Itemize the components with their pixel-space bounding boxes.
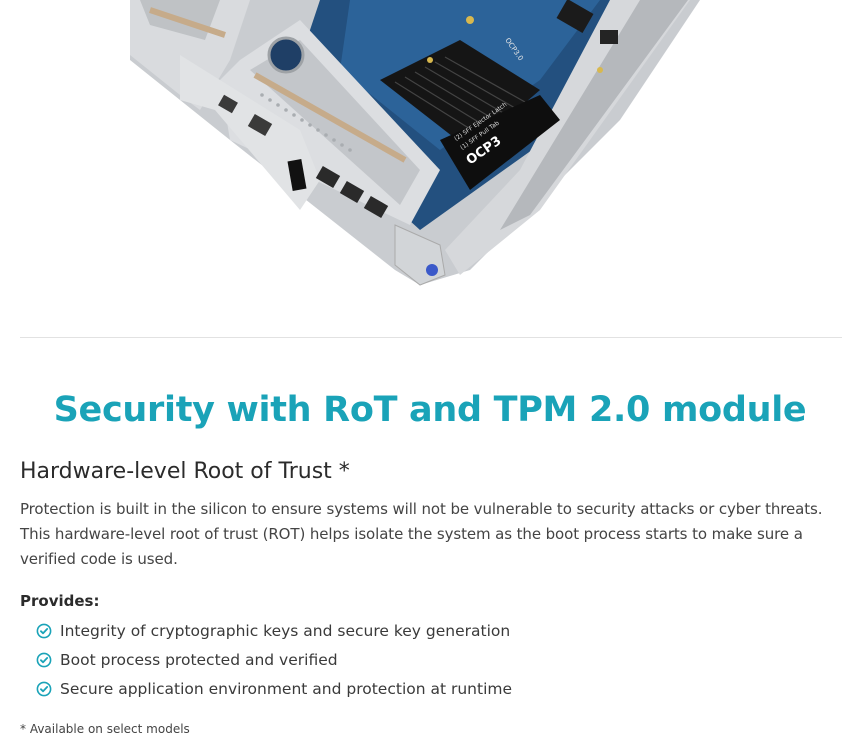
section-divider: [20, 337, 842, 338]
server-board-image: OCP3 (1) SFF Pull Tab (2) SFF Ejector La…: [130, 0, 700, 286]
check-circle-icon: [36, 681, 52, 696]
list-item: Boot process protected and verified: [36, 645, 512, 674]
section-description: Protection is built in the silicon to en…: [20, 500, 823, 568]
feature-text: Secure application environment and prote…: [60, 679, 513, 698]
check-circle-icon: [36, 623, 52, 638]
footnote: * Available on select models: [20, 722, 190, 736]
section-title: Security with RoT and TPM 2.0 module: [53, 390, 807, 430]
provides-label: Provides:: [20, 592, 100, 610]
list-item: Integrity of cryptographic keys and secu…: [36, 616, 512, 645]
check-circle-icon: [36, 652, 52, 667]
feature-text: Integrity of cryptographic keys and secu…: [60, 621, 511, 640]
list-item: Secure application environment and prote…: [36, 674, 512, 703]
feature-list: Integrity of cryptographic keys and secu…: [36, 616, 512, 703]
feature-text: Boot process protected and verified: [60, 650, 338, 669]
subsection-title: Hardware-level Root of Trust *: [20, 459, 350, 484]
